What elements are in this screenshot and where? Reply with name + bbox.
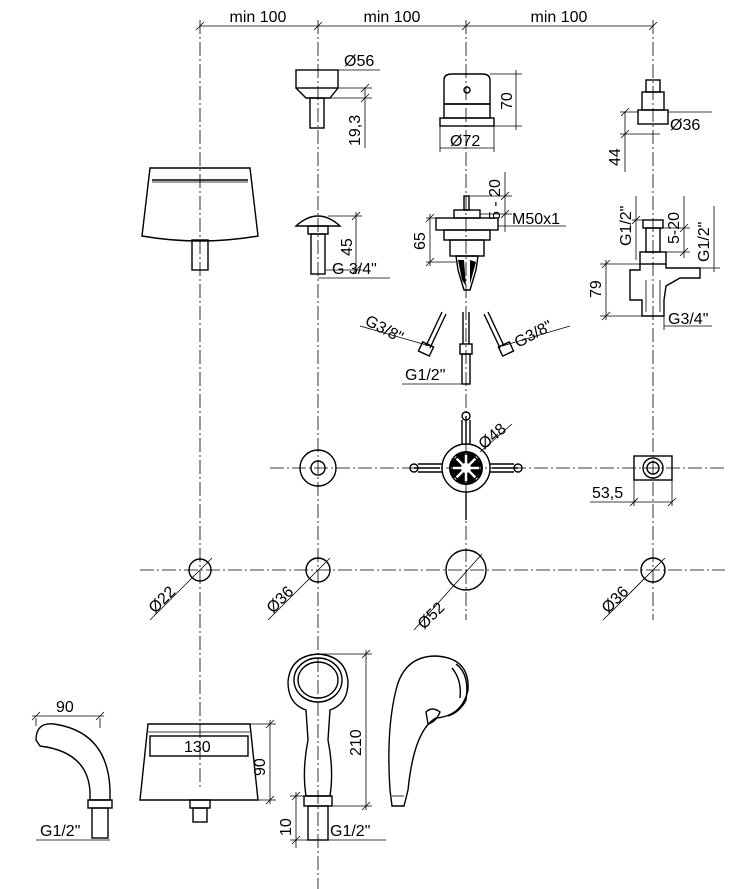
- diverter-bottom-label: G3/4": [668, 311, 708, 328]
- inlet-thread-label: G1/2": [405, 367, 445, 384]
- offset-label: 53,5: [592, 485, 623, 502]
- spout-height-label: 45: [339, 238, 356, 256]
- handle-height-label: 70: [499, 92, 516, 110]
- hole-2-label: Ø36: [264, 583, 297, 616]
- hoses-part: G3/8" G3/8" G1/2": [359, 311, 571, 385]
- handle-diameter-label: Ø48: [476, 421, 510, 454]
- waterfall-part: 130 90: [139, 719, 276, 823]
- diverter-range-label: 5-20: [666, 212, 683, 244]
- valve-diameter-label: Ø36: [670, 117, 700, 134]
- waterfall-width-label: 130: [184, 739, 211, 756]
- body-height-label: 65: [412, 232, 429, 250]
- hand-shower-side: 210 10 G1/2": [278, 649, 386, 848]
- hole-3-label: Ø52: [415, 599, 448, 632]
- diverter-part: G1/2" 5-20 G1/2" 79 G3/4": [588, 196, 720, 330]
- curved-spout-part: 90 G1/2": [31, 699, 113, 841]
- spout-cap-part: Ø56 19,3: [295, 53, 380, 148]
- diverter-side-label: G1/2": [696, 222, 713, 262]
- spacing-label-2: min 100: [364, 9, 421, 26]
- diverter-top-label: G1/2": [618, 206, 635, 246]
- spout-part: 45 G 3/4": [294, 211, 390, 279]
- valve-height-label: 44: [607, 148, 624, 166]
- diverter-height-label: 79: [588, 280, 605, 298]
- spout-thread-label: G 3/4": [332, 261, 377, 278]
- spacing-dimension: min 100 min 100 min 100: [195, 9, 658, 31]
- waterfall-height-label: 90: [252, 758, 269, 776]
- waterfall-body-top: [141, 167, 259, 271]
- hand-shower-profile: [388, 655, 469, 807]
- center-lines: [140, 20, 725, 889]
- spout-thread-bottom-label: G1/2": [40, 823, 80, 840]
- spacing-label-1: min 100: [230, 9, 287, 26]
- cross-handle-plan: Ø48: [409, 411, 523, 520]
- cap-diameter-label: Ø56: [344, 53, 374, 70]
- adjust-range-label: 5 - 20: [487, 179, 504, 220]
- rosette-diameter-label: Ø72: [450, 133, 480, 150]
- body-thread-label: M50x1: [512, 211, 560, 228]
- handle-top-part: 70 Ø72: [439, 70, 522, 152]
- spout-reach-label: 90: [56, 699, 74, 716]
- hole-4-label: Ø36: [599, 583, 632, 616]
- hose-right-label: G3/8": [512, 318, 556, 352]
- shower-length-label: 210: [348, 729, 365, 756]
- drill-holes: Ø22 Ø36 Ø52 Ø36: [146, 549, 666, 633]
- hose-left-label: G3/8": [362, 313, 406, 347]
- shower-collar-label: 10: [278, 818, 295, 836]
- cap-height-label: 19,3: [347, 115, 364, 146]
- valve-body-part: 5 - 20 M50x1 65: [412, 172, 566, 291]
- valve-top-part: Ø36 44: [607, 79, 712, 172]
- diverter-plan: 53,5: [590, 455, 677, 507]
- shower-thread-label: G1/2": [330, 823, 370, 840]
- spacing-label-3: min 100: [531, 9, 588, 26]
- rosette-plan: [299, 449, 337, 487]
- hole-1-label: Ø22: [146, 583, 179, 616]
